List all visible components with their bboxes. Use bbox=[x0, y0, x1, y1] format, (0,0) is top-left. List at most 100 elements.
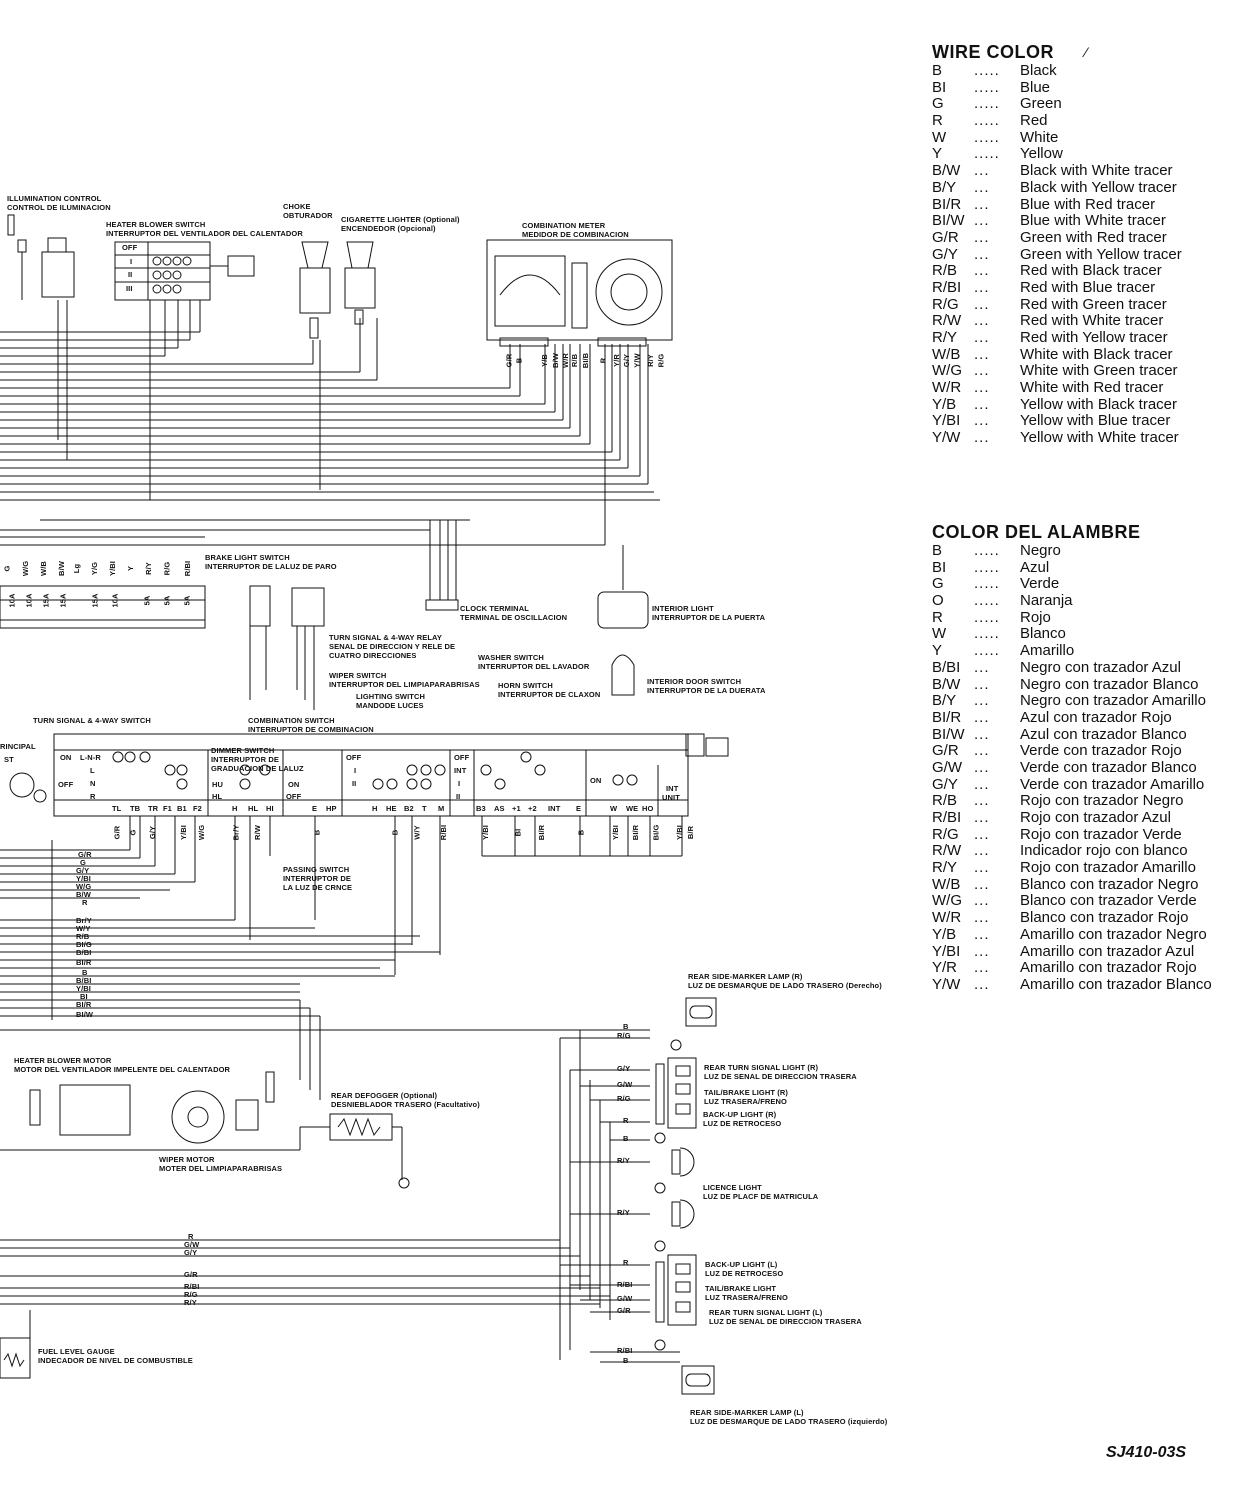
legend-dots: ... bbox=[974, 278, 990, 296]
fuel-gauge-symbol bbox=[0, 1310, 31, 1379]
switch-position: II bbox=[128, 270, 133, 279]
wire-code: R/Y bbox=[645, 354, 655, 367]
wire-code: G/Y bbox=[76, 866, 90, 875]
legend-name: Verde con trazador Blanco bbox=[1020, 758, 1197, 776]
wire-code: B/BI bbox=[76, 976, 92, 985]
legend-name: Red with Black tracer bbox=[1020, 262, 1162, 280]
legend-name: Green with Red tracer bbox=[1020, 228, 1167, 246]
legend-name: Green bbox=[1020, 95, 1062, 113]
legend-code: Y/B bbox=[932, 925, 957, 943]
switch-position: I bbox=[130, 257, 133, 266]
wire-code: R/G bbox=[184, 1290, 198, 1299]
legend-row: W/G...White with Green tracer bbox=[932, 363, 1182, 380]
legend-dots: ... bbox=[974, 195, 990, 213]
switch-position: OFF bbox=[454, 753, 470, 762]
rear-lamps bbox=[398, 997, 717, 1395]
switch-position: R bbox=[90, 792, 96, 801]
drawing-number: SJ410-03S bbox=[1106, 1444, 1187, 1461]
legend-dots: ... bbox=[974, 395, 990, 413]
legend-row: W/B...Blanco con trazador Negro bbox=[932, 876, 1212, 894]
legend-code: R bbox=[932, 608, 943, 626]
legend-code: Y bbox=[932, 642, 943, 660]
wire-code: Y/BI bbox=[76, 984, 91, 993]
legend-code: R/G bbox=[932, 295, 959, 313]
legend-row: W/G...Blanco con trazador Verde bbox=[932, 893, 1212, 910]
legend-name: Amarillo con trazador Azul bbox=[1020, 942, 1195, 960]
legend-code: B/Y bbox=[932, 692, 957, 710]
wire-code: R/B bbox=[570, 353, 580, 368]
legend-name: White with Black tracer bbox=[1020, 345, 1173, 363]
legend-code: R/W bbox=[932, 312, 962, 330]
legend-name: Red with White tracer bbox=[1020, 312, 1164, 330]
wire-code: Br/Y bbox=[231, 824, 241, 841]
legend-code: Y/BI bbox=[932, 412, 961, 430]
legend-name: Yellow with Black tracer bbox=[1020, 395, 1178, 413]
legend-code: G/Y bbox=[932, 775, 958, 793]
legend-dots: ... bbox=[974, 212, 990, 230]
switch-position: I bbox=[458, 779, 461, 788]
legend-dots: ..... bbox=[974, 625, 1000, 643]
wire-code: R/BI bbox=[617, 1280, 633, 1289]
legend-name: Azul bbox=[1020, 558, 1050, 576]
fuse-rating: 5A bbox=[182, 595, 192, 606]
legend-row: Y/BI...Amarillo con trazador Azul bbox=[932, 942, 1212, 961]
lower-harness bbox=[0, 840, 580, 1100]
cigarette-lighter-label: CIGARETTE LIGHTER (Optional)ENCENDEDOR (… bbox=[341, 215, 460, 233]
wire-code: G/W bbox=[617, 1080, 633, 1089]
wire-code: W/Y bbox=[412, 825, 422, 840]
switch-position: HL bbox=[212, 792, 223, 801]
legend-code: W bbox=[932, 625, 947, 643]
wire-code: G/W bbox=[617, 1294, 633, 1303]
legend-row: R/B...Red with Black tracer bbox=[932, 263, 1182, 280]
back-up-r-label: BACK-UP LIGHT (R)LUZ DE RETROCESO bbox=[703, 1110, 782, 1128]
turn-signal-switch-label: TURN SIGNAL & 4-WAY SWITCH bbox=[33, 716, 151, 725]
legend-code: BI/W bbox=[932, 212, 965, 230]
legend-name: Blanco con trazador Rojo bbox=[1020, 909, 1189, 927]
legend-dots: ... bbox=[974, 228, 990, 246]
legend-name: Red with Green tracer bbox=[1020, 295, 1167, 313]
legend-name: Blue with White tracer bbox=[1020, 212, 1166, 230]
legend-name: Rojo con trazador Azul bbox=[1020, 809, 1171, 826]
legend-row: R/W...Indicador rojo con blanco bbox=[932, 843, 1212, 860]
wire-code: G bbox=[2, 565, 12, 572]
legend-name: Negro con trazador Blanco bbox=[1020, 675, 1199, 693]
wire-code: BI/G bbox=[651, 824, 661, 841]
legend-row: R/W...Red with White tracer bbox=[932, 313, 1182, 330]
wire-code: G/R bbox=[184, 1270, 198, 1279]
rear-turn-signal-l-label: REAR TURN SIGNAL LIGHT (L)LUZ DE SENAL D… bbox=[709, 1308, 862, 1326]
legend-dots: ..... bbox=[974, 128, 1000, 146]
legend-name: Verde con trazador Rojo bbox=[1020, 742, 1182, 760]
legend-code: B bbox=[932, 542, 943, 559]
legend-name: Azul con trazador Rojo bbox=[1020, 708, 1172, 726]
wire-code: B bbox=[312, 829, 322, 836]
switch-position: OFF bbox=[122, 243, 138, 252]
legend-code: BI/R bbox=[932, 708, 962, 726]
legend-row: BI/W...Azul con trazador Blanco bbox=[932, 726, 1212, 744]
legend-dots: ... bbox=[974, 329, 990, 346]
switch-position: INT bbox=[454, 766, 467, 775]
wire-code: W/G bbox=[197, 824, 207, 841]
wire-code: G/R bbox=[78, 850, 92, 859]
legend-row: Y/R...Amarillo con trazador Rojo bbox=[932, 959, 1212, 977]
wire-code: G/Y bbox=[184, 1248, 198, 1257]
switch-position: INT bbox=[548, 804, 561, 813]
legend-code: B/W bbox=[932, 162, 961, 180]
rear-right-wire-codes: B R/G G/Y G/W R/G R B R/Y R/Y bbox=[615, 1022, 655, 1222]
legend-name: Negro con trazador Azul bbox=[1020, 658, 1181, 676]
legend-row: W.....Blanco bbox=[932, 626, 1212, 643]
legend-name: Verde bbox=[1020, 575, 1060, 593]
rear-side-marker-r-label: REAR SIDE-MARKER LAMP (R)LUZ DE DESMARQU… bbox=[688, 972, 882, 990]
legend-dots: ..... bbox=[974, 592, 1000, 610]
wire-code: Y/BI bbox=[108, 561, 117, 576]
switch-position: AS bbox=[494, 804, 505, 813]
wire-code: G bbox=[128, 829, 138, 836]
legend-code: Y/B bbox=[932, 395, 957, 413]
wire-code: BI/R bbox=[76, 958, 92, 967]
legend-dots: ..... bbox=[974, 145, 1000, 163]
